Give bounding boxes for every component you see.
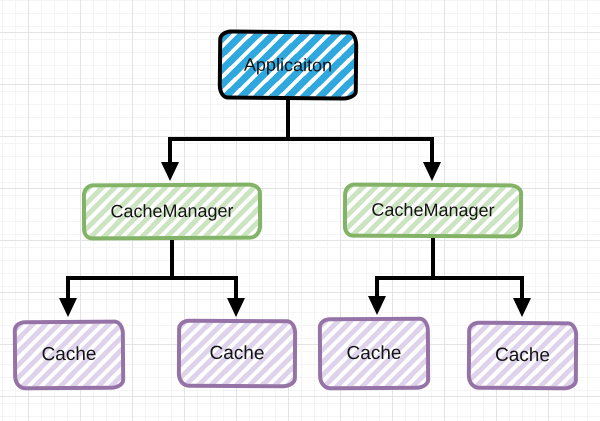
arrowhead-to-cache-4 (513, 298, 531, 317)
arrowhead-to-cache-2 (227, 298, 245, 317)
node-cache-2-label: Cache (209, 342, 265, 364)
arrowhead-to-manager-left (161, 162, 179, 181)
edge-trunk-manager-right[interactable] (375, 236, 524, 301)
node-cache-4[interactable]: Cache (466, 320, 579, 391)
node-application[interactable]: Applicaiton (217, 29, 359, 101)
edge-trunk-application[interactable] (168, 98, 434, 164)
node-cache-manager-right[interactable]: CacheManager (342, 182, 524, 239)
node-cache-manager-right-label: CacheManager (371, 199, 495, 221)
node-cache-manager-left[interactable]: CacheManager (81, 182, 263, 241)
edge-trunk-manager-left[interactable] (66, 238, 238, 301)
arrowhead-to-manager-right (423, 162, 441, 181)
edge-manager-right-to-caches[interactable] (368, 236, 531, 317)
arrowhead-to-cache-1 (59, 298, 77, 317)
node-cache-2[interactable]: Cache (176, 318, 298, 389)
node-cache-1-label: Cache (41, 343, 97, 366)
arrowhead-to-cache-3 (368, 296, 386, 315)
node-cache-1[interactable]: Cache (12, 319, 126, 391)
edge-application-to-managers[interactable] (161, 98, 441, 181)
node-cache-manager-left-label: CacheManager (110, 200, 234, 222)
node-application-label: Applicaiton (243, 54, 333, 75)
node-cache-3-label: Cache (346, 342, 402, 364)
node-cache-3[interactable]: Cache (317, 316, 431, 391)
edge-manager-left-to-caches[interactable] (59, 238, 245, 317)
node-cache-4-label: Cache (494, 344, 551, 366)
